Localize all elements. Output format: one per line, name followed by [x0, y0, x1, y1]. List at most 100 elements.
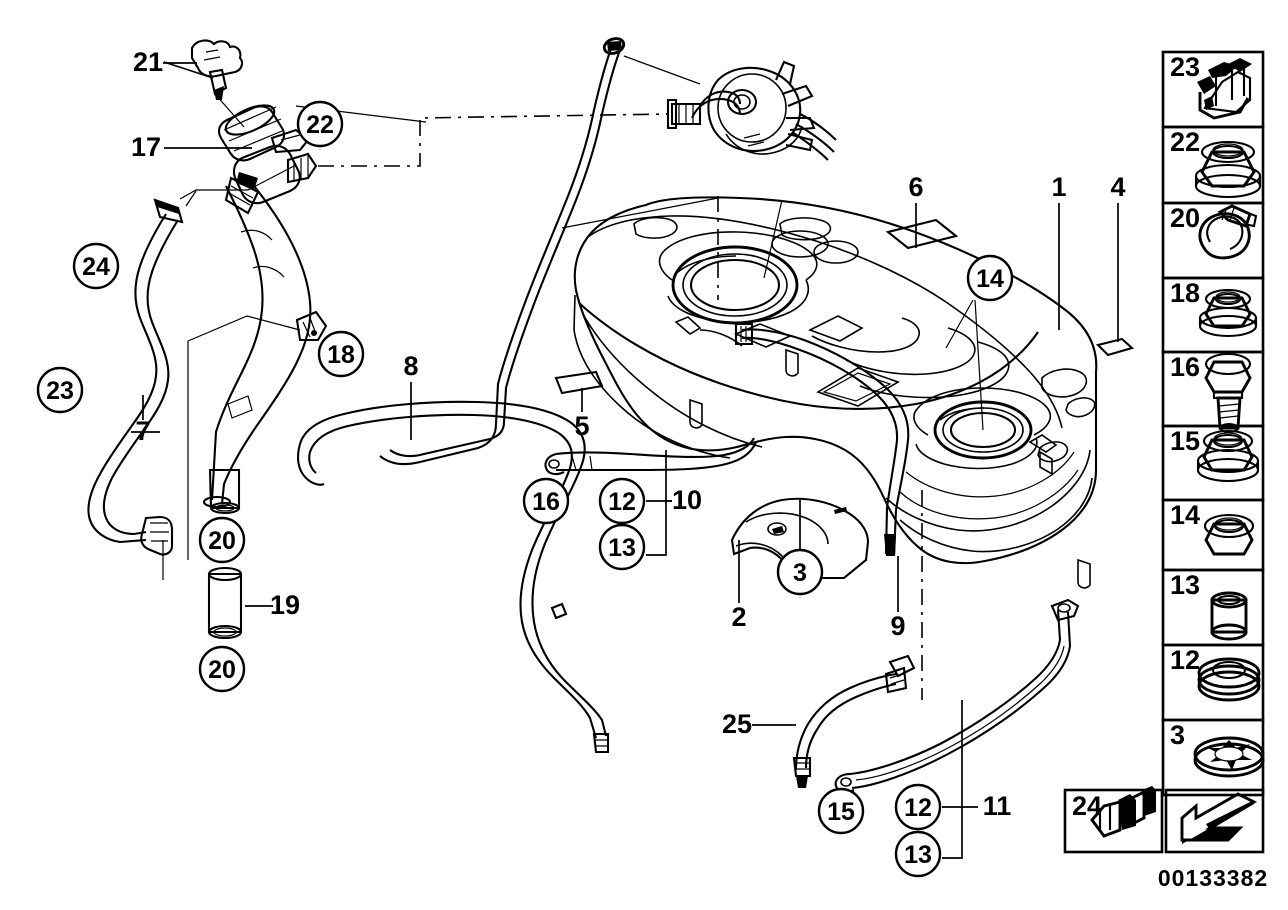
leader-14a: [945, 299, 974, 349]
tank-parting-seam: [578, 302, 1039, 410]
hose-7-elbow-fitting: [140, 515, 174, 556]
callout-14-circled: 14: [966, 254, 1014, 302]
pump-harness-tails: [791, 113, 837, 161]
callout-number: 8: [403, 351, 418, 381]
clip-23-fins: [1214, 62, 1246, 106]
line-25-end-ribs: [795, 762, 809, 770]
filler-side-port-ribs: [293, 156, 309, 180]
tank-pad-right-2: [1065, 397, 1096, 418]
clamp-20-band: [1198, 212, 1251, 260]
hex-head-bolt-icon: [1204, 352, 1252, 434]
callout-4-plain: 4: [1110, 172, 1125, 202]
callout-number: 16: [532, 488, 560, 516]
tank-sender-opening-right: [913, 387, 1058, 470]
sleeve-13-bore: [1216, 594, 1242, 606]
filler-cap-tip: [214, 86, 224, 100]
tank-ridge-right-1: [905, 451, 1075, 498]
hose-7-outer: [87, 213, 167, 544]
vent-hose-7: [87, 198, 184, 556]
callout-8-plain: 8: [403, 351, 418, 381]
hex-lock-nut-icon: [1203, 513, 1255, 556]
leader-lines: [131, 55, 1119, 859]
sender-flange-inner-left: [689, 258, 781, 312]
legend-number-15: 15: [1170, 426, 1200, 456]
clip-24-ribs: [1098, 804, 1112, 832]
callout-15-circled: 15: [817, 787, 865, 835]
nut-14-thread: [1214, 517, 1244, 531]
callout-20-circled: 20: [198, 516, 246, 564]
callout-ring: [966, 254, 1014, 302]
hose-7-elbow-ribs: [150, 522, 169, 542]
nut-18-top: [1204, 288, 1252, 310]
callout-10-plain: 10: [672, 485, 702, 515]
nut-18-bore: [1214, 292, 1242, 306]
connector-18-body: [295, 310, 328, 342]
pump-inlet-elbow-top: [699, 90, 742, 107]
legend-footer-box-24[interactable]: [1063, 788, 1164, 854]
fuel-line-8-end-ribs: [595, 739, 607, 747]
callout-number: 24: [82, 253, 110, 281]
pump-body-outer: [707, 66, 802, 152]
bolt-16-head-top: [1204, 352, 1252, 376]
nut-18-thread: [1215, 291, 1241, 303]
filler-head-lever-line: [280, 134, 301, 141]
callout-number: 15: [827, 798, 855, 826]
callout-ring: [817, 787, 865, 835]
hose-7-upper-ferrule: [156, 201, 179, 214]
callout-ring: [894, 783, 942, 831]
clip-24-block-1: [1090, 800, 1122, 838]
callout-number: 13: [904, 841, 932, 869]
spacer-sleeve-icon: [1210, 591, 1248, 641]
pointer-connector-18: [187, 315, 301, 342]
clamp-20-screw: [1239, 209, 1258, 228]
sender-recess-right-lower: [915, 437, 1038, 470]
vent-line-9-connector-ribs: [740, 326, 747, 342]
callout-20-circled: 20: [198, 645, 246, 693]
strap-10-top-edge: [555, 437, 755, 459]
hose-clamp-icon: [1198, 204, 1258, 260]
callout-number: 9: [890, 611, 905, 641]
fuel-line-8-outer: [298, 400, 608, 737]
strap-11-highlight: [855, 645, 1065, 781]
hose-7-inner: [102, 219, 179, 536]
sender-flange-highlight-right: [939, 407, 985, 421]
pointer-sender-left: [763, 199, 783, 279]
callout-number: 12: [904, 794, 932, 822]
tank-outer-contour: [573, 196, 1098, 565]
strap-11-top-boss: [1050, 598, 1080, 622]
callout-number: 21: [133, 47, 163, 77]
callout-24-circled: 24: [72, 242, 120, 290]
strap-11-top-edge: [849, 609, 1062, 776]
tank-rect-depression-inner: [822, 372, 892, 402]
flange-collar-nut-icon: [1196, 429, 1260, 483]
spring-clip-icon: [1197, 58, 1252, 120]
callout-number: 7: [135, 416, 150, 446]
fuel-pump-sender-unit: [666, 60, 837, 161]
filler-pipe-clamp-band: [227, 395, 253, 419]
pipe-stub-bore: [215, 504, 235, 512]
tank-boss-upper-left: [633, 216, 678, 239]
callout-ring: [317, 330, 365, 378]
heat-shield-fold: [745, 512, 829, 545]
callout-19-plain: 19: [270, 590, 300, 620]
callout-number: 20: [208, 656, 236, 684]
tank-slot-right: [1077, 558, 1091, 589]
legend-number-16: 16: [1170, 352, 1200, 382]
callout-11-plain: 11: [983, 791, 1012, 821]
legend-number-23: 23: [1170, 52, 1200, 82]
diagram-id-label: 00133382: [1158, 865, 1268, 891]
clip-23-f: [1204, 96, 1214, 110]
legend-number-14: 14: [1170, 500, 1200, 530]
filler-pipe-ring-2: [252, 265, 285, 278]
tank-pad-6: [885, 218, 959, 250]
sender-recess-right: [913, 387, 1052, 436]
rubber-sleeve-19: [207, 566, 243, 640]
legend-footer-box-arrow-direction-icon[interactable]: [1164, 788, 1265, 854]
legend-number-24: 24: [1072, 791, 1102, 821]
strap-11-bottom-edge: [851, 611, 1072, 790]
flange-lock-nut-icon: [1194, 140, 1262, 199]
tank-boss-upper-mid: [779, 217, 832, 241]
tank-ridge-right-2: [899, 469, 1079, 520]
